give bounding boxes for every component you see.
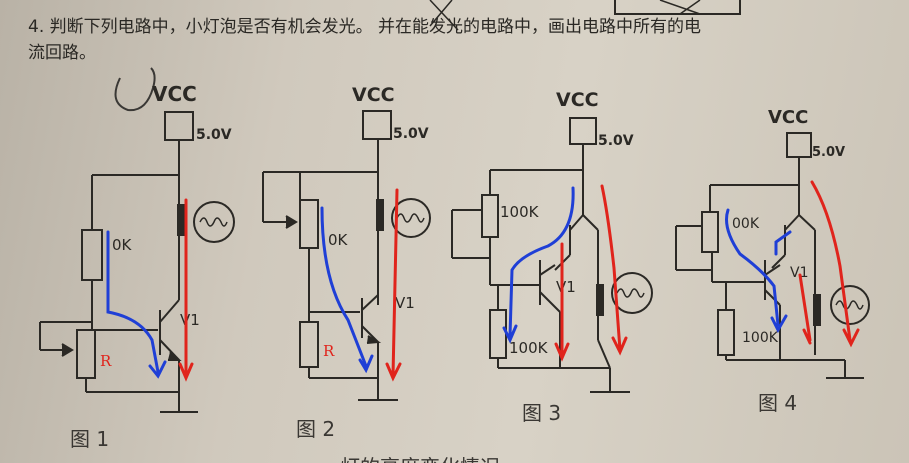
supply-label-3: 5.0V: [598, 133, 634, 149]
blue-pen-marks: [106, 186, 792, 379]
transistor-label-4: V1: [790, 265, 808, 281]
question-line-2: 流回路。: [28, 43, 96, 63]
figure-caption-1: 图 1: [70, 427, 109, 451]
question-line-1: 4. 判断下列电路中，小灯泡是否有机会发光。 并在能发光的电路中，画出电路中所有…: [28, 17, 702, 37]
transistor-label-3: V1: [556, 278, 576, 296]
vcc-label-2: VCC: [352, 84, 395, 106]
supply-label-2: 5.0V: [393, 126, 429, 142]
figure-caption-2: 图 2: [296, 417, 335, 441]
bottom-text-fragment: 灯的亮度变化情况: [340, 455, 500, 463]
supply-label-1: 5.0V: [196, 127, 232, 143]
resistor-bottom-label-3: 100K: [509, 339, 549, 357]
circuit-1: [39, 111, 235, 413]
vcc-label-3: VCC: [556, 89, 599, 111]
vcc-label-1: VCC: [152, 82, 197, 106]
red-pen-marks: [178, 180, 860, 382]
pot-label-2: R: [323, 342, 335, 360]
circuit-2: [262, 110, 431, 401]
resistor-bottom-label-4: 100K: [742, 330, 779, 346]
figure-caption-3: 图 3: [522, 401, 561, 425]
pot-label-1: R: [100, 352, 112, 370]
vcc-label-4: VCC: [768, 107, 808, 128]
resistor-label-2: 0K: [328, 231, 349, 249]
resistor-top-label-3: 100K: [500, 203, 540, 221]
transistor-label-2: V1: [395, 294, 415, 312]
transistor-label-1: V1: [180, 311, 200, 329]
circuit-4: [675, 132, 870, 379]
pencil-check-mark: [114, 67, 156, 112]
supply-label-4: 5.0V: [812, 145, 845, 160]
resistor-top-label-4: 00K: [732, 216, 760, 232]
resistor-label-1: 0K: [112, 236, 133, 254]
circuit-3: [451, 117, 653, 393]
figure-caption-4: 图 4: [758, 391, 797, 415]
